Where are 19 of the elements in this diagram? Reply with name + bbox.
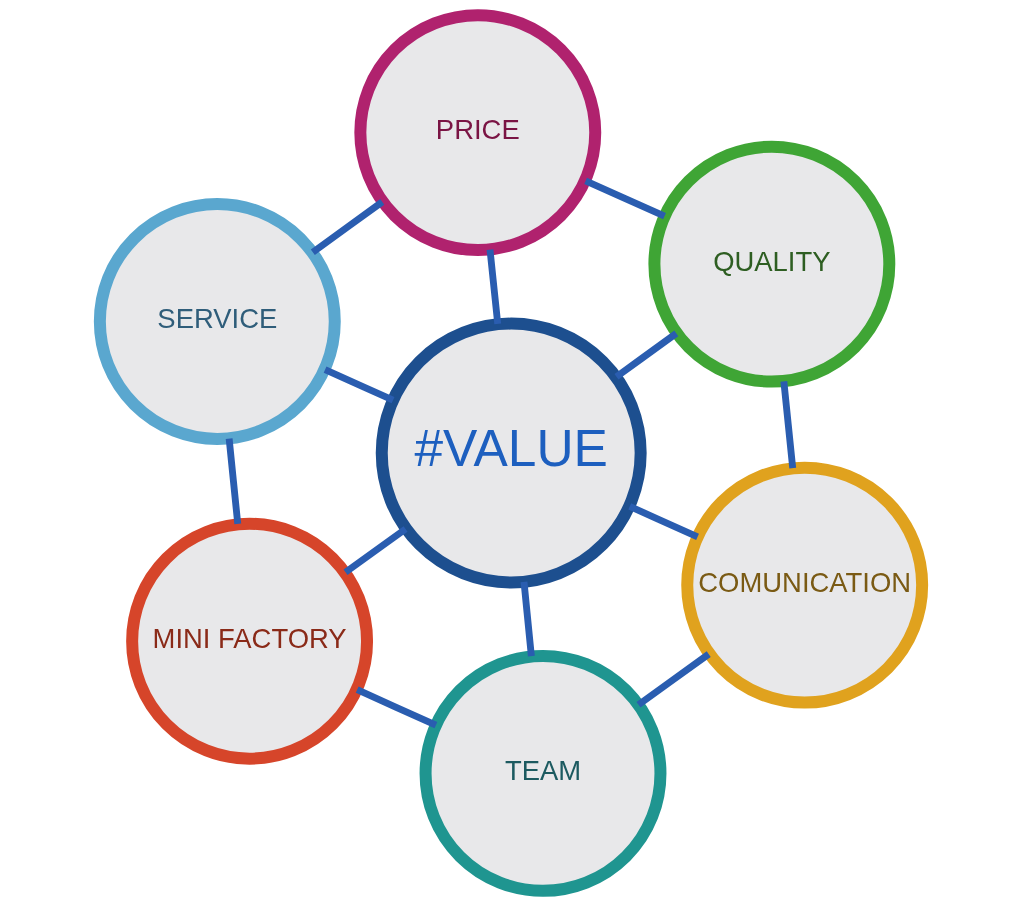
- connector: [627, 503, 699, 540]
- node-circle: SERVICE: [93, 198, 341, 445]
- connector: [343, 526, 408, 575]
- connector: [323, 366, 394, 404]
- connector: [310, 199, 384, 255]
- connector: [486, 249, 501, 325]
- connector: [225, 438, 241, 525]
- node-circle: QUALITY: [647, 140, 895, 388]
- node-circle: PRICE: [353, 9, 601, 257]
- connector: [583, 177, 666, 220]
- node-circle: TEAM: [419, 649, 666, 897]
- node-circle: COMUNICATION: [680, 461, 928, 709]
- connector: [613, 330, 678, 380]
- connector: [636, 651, 711, 708]
- node-circle: MINI FACTORY: [125, 517, 373, 765]
- connector: [779, 381, 796, 469]
- node-circle: #VALUE: [375, 317, 647, 589]
- connector: [355, 686, 437, 729]
- connector: [520, 581, 535, 657]
